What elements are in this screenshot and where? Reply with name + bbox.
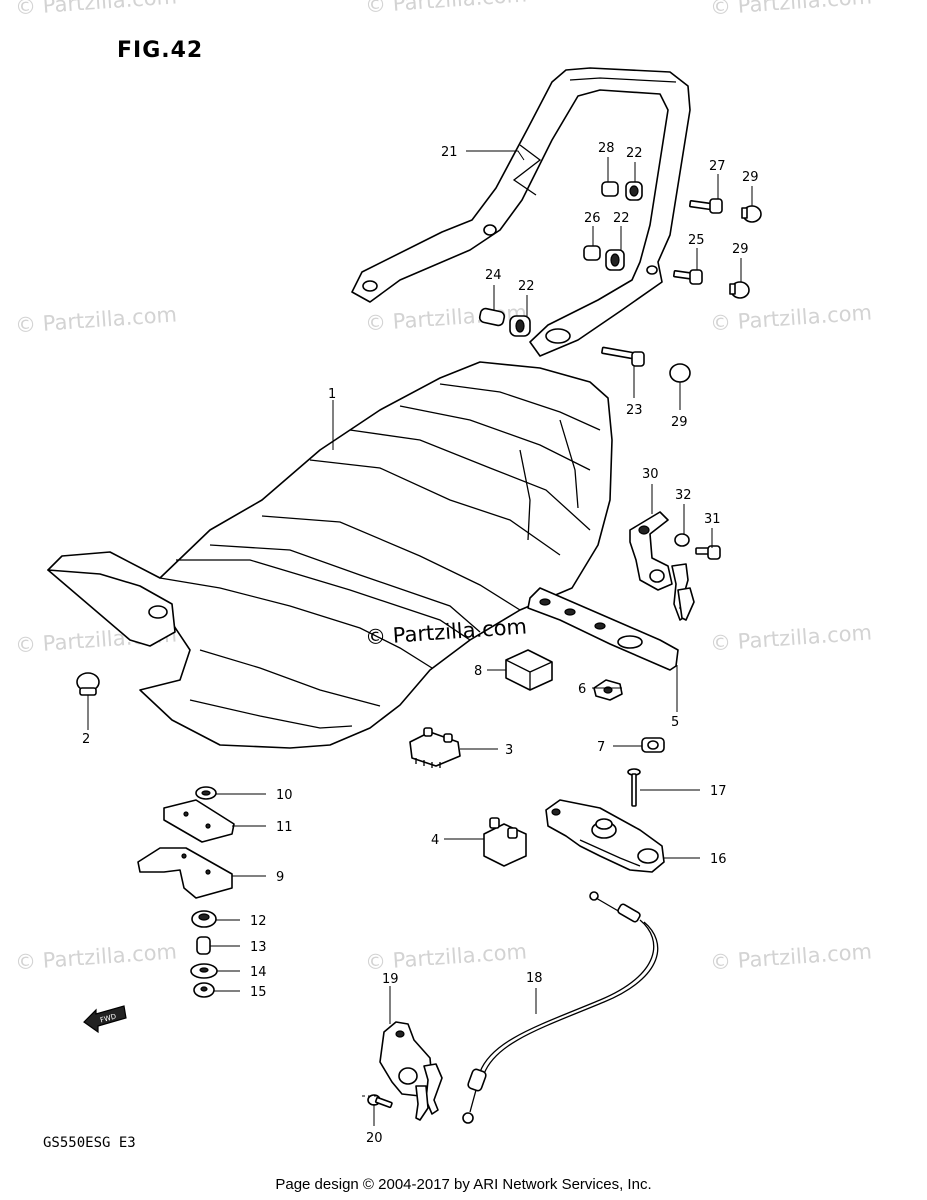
callout-10: 10 — [276, 788, 293, 803]
part-27-bolt[interactable] — [689, 198, 723, 214]
part-17-screw[interactable] — [627, 768, 641, 807]
callout-19: 19 — [382, 972, 399, 987]
part-29-cap[interactable] — [741, 205, 762, 223]
callout-7: 7 — [597, 740, 605, 755]
callout-22: 22 — [626, 146, 643, 161]
callout-29: 29 — [671, 415, 688, 430]
part-8-cushion[interactable] — [505, 649, 553, 691]
part-29-cap[interactable] — [729, 281, 750, 299]
part-19-seat-lock[interactable] — [379, 1021, 443, 1121]
part-24-collar[interactable] — [478, 307, 506, 327]
part-7-nut[interactable] — [641, 737, 665, 753]
part-10-washer[interactable] — [195, 786, 217, 800]
callout-21: 21 — [441, 145, 458, 160]
callout-26: 26 — [584, 211, 601, 226]
callout-23: 23 — [626, 403, 643, 418]
callout-24: 24 — [485, 268, 502, 283]
part-26-collar[interactable] — [583, 245, 601, 261]
callout-11: 11 — [276, 820, 293, 835]
part-21-grab-rail[interactable] — [351, 67, 691, 357]
callout-22: 22 — [613, 211, 630, 226]
part-25-bolt[interactable] — [673, 269, 703, 285]
callout-9: 9 — [276, 870, 284, 885]
callout-4: 4 — [431, 833, 439, 848]
callout-2: 2 — [82, 732, 90, 747]
part-4-buffer[interactable] — [483, 817, 527, 867]
part-23-bolt[interactable] — [601, 346, 645, 367]
part-12-cushion[interactable] — [191, 910, 217, 928]
part-28-collar[interactable] — [601, 181, 619, 197]
callout-17: 17 — [710, 784, 727, 799]
callout-18: 18 — [526, 971, 543, 986]
figure-title: FIG.42 — [117, 38, 204, 63]
part-29-cap[interactable] — [669, 363, 691, 383]
callout-29: 29 — [742, 170, 759, 185]
part-11-plate[interactable] — [163, 799, 235, 843]
part-32-washer[interactable] — [674, 533, 690, 547]
callout-3: 3 — [505, 743, 513, 758]
part-13-collar[interactable] — [196, 936, 211, 955]
part-31-screw[interactable] — [695, 545, 721, 560]
callout-1: 1 — [328, 387, 336, 402]
part-18-cable[interactable] — [462, 891, 659, 1124]
part-1-seat[interactable] — [47, 361, 613, 749]
part-22-cushion[interactable] — [605, 249, 625, 271]
callout-6: 6 — [578, 682, 586, 697]
callout-27: 27 — [709, 159, 726, 174]
model-code: GS550ESG E3 — [43, 1135, 136, 1151]
callout-29: 29 — [732, 242, 749, 257]
part-22-cushion[interactable] — [625, 181, 643, 201]
callout-22: 22 — [518, 279, 535, 294]
part-22-cushion[interactable] — [509, 315, 531, 337]
part-14-washer[interactable] — [190, 963, 218, 979]
part-2-cap[interactable] — [76, 672, 100, 696]
callout-28: 28 — [598, 141, 615, 156]
part-30-seat-lock[interactable] — [629, 511, 695, 621]
callout-labels: 1 2 3 4 5 6 7 8 9 10 11 12 13 14 15 16 1… — [82, 141, 759, 1146]
part-5-seat-bracket[interactable] — [527, 587, 679, 671]
part-3-buffer[interactable] — [409, 727, 461, 768]
callout-14: 14 — [250, 965, 267, 980]
footer-copyright: Page design © 2004-2017 by ARI Network S… — [275, 1176, 652, 1193]
callout-31: 31 — [704, 512, 721, 527]
callout-15: 15 — [250, 985, 267, 1000]
part-20-screw[interactable] — [367, 1094, 393, 1109]
part-9-plate[interactable] — [137, 847, 233, 899]
callout-12: 12 — [250, 914, 267, 929]
callout-25: 25 — [688, 233, 705, 248]
part-15-nut[interactable] — [193, 982, 215, 998]
callout-20: 20 — [366, 1131, 383, 1146]
callout-30: 30 — [642, 467, 659, 482]
callout-8: 8 — [474, 664, 482, 679]
callout-13: 13 — [250, 940, 267, 955]
part-6-nut[interactable] — [593, 679, 623, 701]
callout-32: 32 — [675, 488, 692, 503]
fwd-label: FWD — [99, 1012, 117, 1024]
part-16-seat-latch[interactable] — [545, 799, 665, 873]
leader-lines — [87, 150, 753, 1126]
callout-16: 16 — [710, 852, 727, 867]
callout-5: 5 — [671, 715, 679, 730]
fwd-arrow-icon: FWD — [83, 1005, 127, 1034]
